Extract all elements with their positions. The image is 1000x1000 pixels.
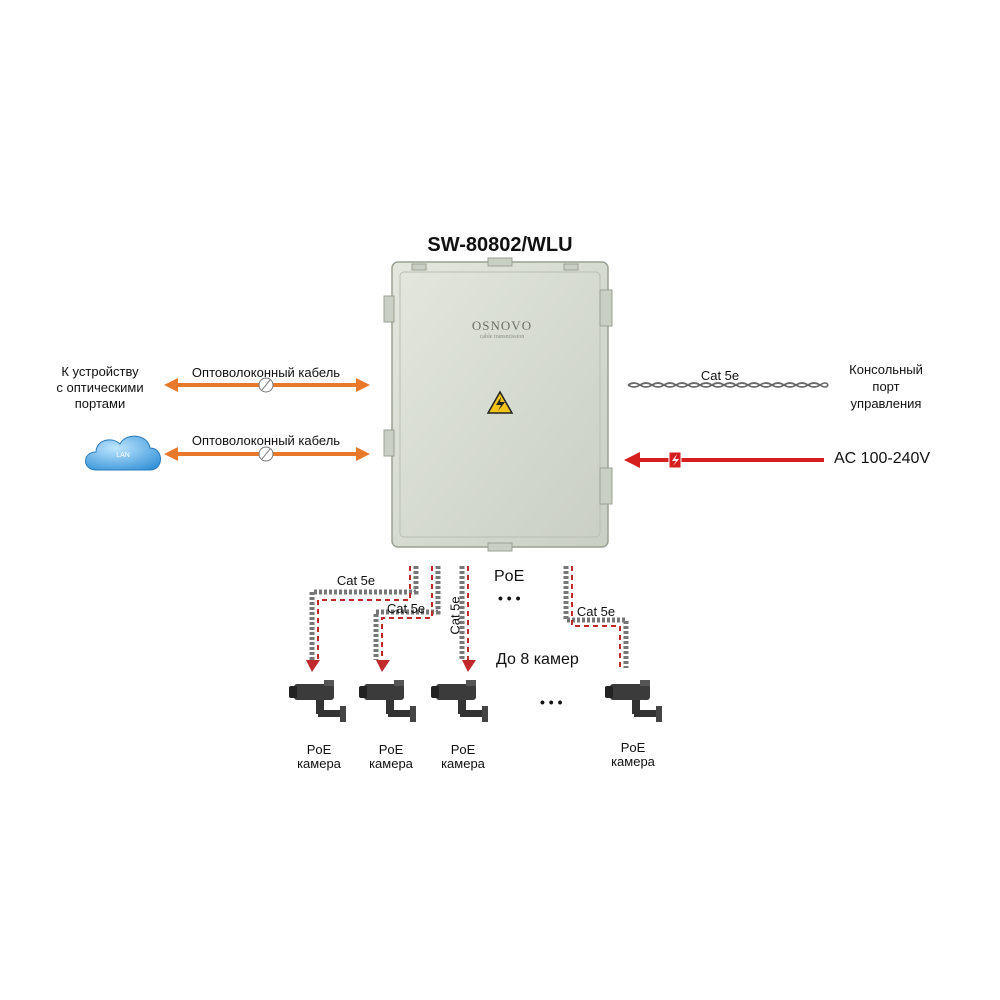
camera-icon-4 <box>605 680 662 722</box>
camera-4-label-line2: камера <box>611 754 655 769</box>
camera-icon-3 <box>431 680 488 722</box>
power-label: AC 100-240V <box>834 450 931 467</box>
brand-logo: OSNOVO <box>471 318 533 333</box>
cable-label-2: Cat 5e <box>386 601 426 616</box>
device-label-line2: с оптическими <box>56 380 144 395</box>
console-label-line3: управления <box>850 396 922 411</box>
brand-subtitle: cable transmission <box>479 334 525 340</box>
camera-icon-2 <box>359 680 416 722</box>
warning-icon <box>486 390 514 414</box>
lan-label: LAN <box>116 452 130 459</box>
device-label-line1: К устройству <box>61 364 139 379</box>
console-label-line1: Консольный <box>849 362 923 377</box>
camera-3-label-line1: PoE <box>450 742 476 757</box>
console-label-line2: порт <box>872 379 900 394</box>
camera-1-label-line2: камера <box>297 756 341 771</box>
device-label-line3: портами <box>74 396 126 411</box>
console-cat5e-label: Cat 5e <box>700 368 740 383</box>
console-cable <box>627 382 829 388</box>
camera-4-label-line1: PoE <box>620 740 646 755</box>
cable-label-4: Cat 5e <box>576 604 616 619</box>
dots-top: • • • <box>498 590 521 606</box>
power-cable <box>624 451 824 469</box>
cable-label-1: Cat 5e <box>336 573 376 588</box>
fiber-cable-top <box>164 377 370 393</box>
fiber-label-bottom: Оптоволоконный кабель <box>191 433 341 448</box>
camera-3-label-line2: камера <box>441 756 485 771</box>
cable-label-3: Cat 5e <box>447 596 463 635</box>
switch-enclosure <box>383 257 613 552</box>
up-to-label: До 8 камер <box>496 651 579 668</box>
fiber-label-top: Оптоволоконный кабель <box>191 365 341 380</box>
lan-cloud-icon <box>85 435 161 471</box>
camera-2-label-line2: камера <box>369 756 413 771</box>
camera-2-label-line1: PoE <box>378 742 404 757</box>
poe-cable-2 <box>373 566 441 672</box>
poe-cable-4 <box>563 566 629 668</box>
camera-1-label-line1: PoE <box>306 742 332 757</box>
poe-label: PoE <box>494 568 525 585</box>
camera-icon-1 <box>289 680 346 722</box>
fiber-cable-bottom <box>164 446 370 462</box>
poe-cable-3 <box>459 566 476 672</box>
dots-bottom: • • • <box>540 694 563 710</box>
poe-cable-1 <box>306 566 419 672</box>
device-title: SW-80802/WLU <box>427 234 573 256</box>
